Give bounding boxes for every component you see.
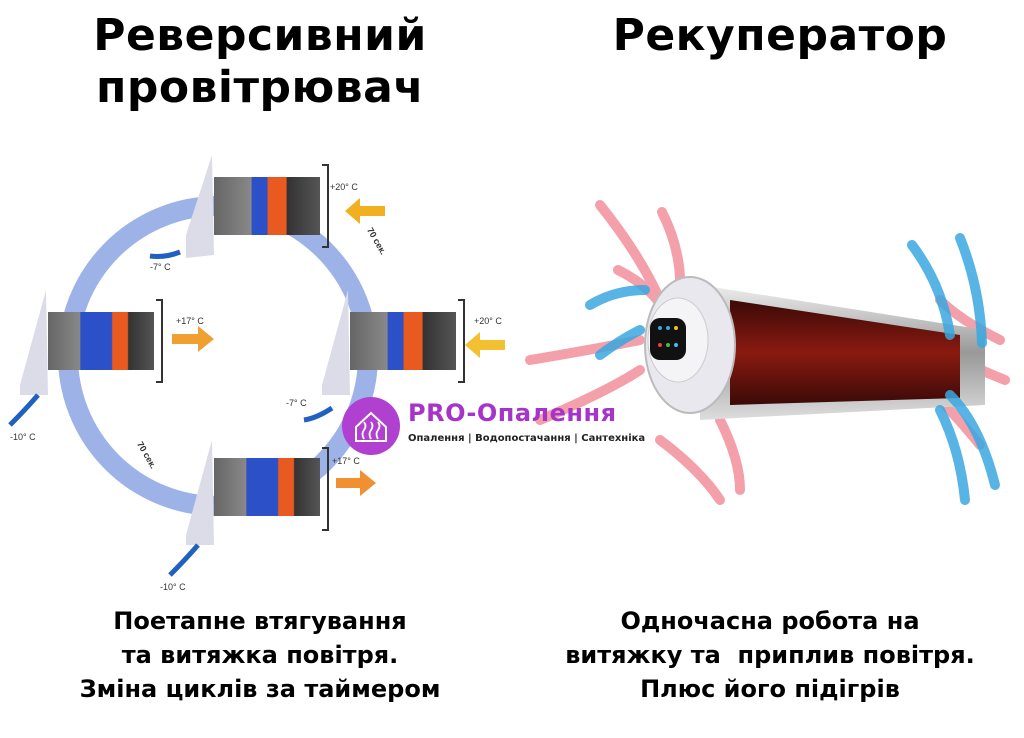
- house-logo-icon: [342, 397, 400, 455]
- unit-top: [186, 155, 329, 258]
- blue-airflow-arrows: [585, 233, 1000, 505]
- recuperator-tube: [644, 276, 985, 420]
- left-title-line1: Реверсивний: [93, 10, 427, 61]
- right-caption-line2: витяжку та приплив повітря.: [565, 641, 975, 669]
- label-right-in: +20° C: [474, 316, 502, 326]
- label-top-in: +20° C: [330, 182, 358, 192]
- left-caption-line2: та витяжка повітря.: [121, 641, 399, 669]
- left-caption-line3: Зміна циклів за таймером: [79, 675, 441, 703]
- label-right-out: -7° C: [286, 398, 307, 408]
- brand-name: PRO-Опалення: [408, 399, 617, 427]
- left-caption: Поетапне втягування та витяжка повітря. …: [40, 604, 480, 706]
- unit-left: [20, 290, 163, 395]
- watermark: PRO-Опалення Опалення | Водопостачання |…: [340, 395, 700, 455]
- right-caption: Одночасна робота на витяжку та приплив п…: [530, 604, 1010, 706]
- label-top-out: -7° C: [150, 262, 171, 272]
- brand-tagline: Опалення | Водопостачання | Сантехніка: [408, 433, 646, 444]
- left-title: Реверсивний провітрювач: [40, 10, 480, 114]
- label-left-out: -10° C: [10, 432, 36, 442]
- left-caption-line1: Поетапне втягування: [113, 607, 407, 635]
- left-title-line2: провітрювач: [95, 62, 425, 113]
- right-caption-line1: Одночасна робота на: [620, 607, 920, 635]
- label-bottom-out: -10° C: [160, 582, 186, 592]
- cold-air-arrows: [8, 249, 334, 577]
- right-title: Рекуператор: [612, 10, 948, 61]
- warm-air-arrows: [172, 198, 505, 496]
- right-caption-line3: Плюс його підігрів: [640, 675, 900, 703]
- unit-right: [322, 290, 465, 395]
- label-bottom-in: +17° C: [332, 456, 360, 466]
- unit-bottom: [186, 440, 329, 545]
- label-left-in: +17° C: [176, 316, 204, 326]
- control-panel: [650, 318, 686, 360]
